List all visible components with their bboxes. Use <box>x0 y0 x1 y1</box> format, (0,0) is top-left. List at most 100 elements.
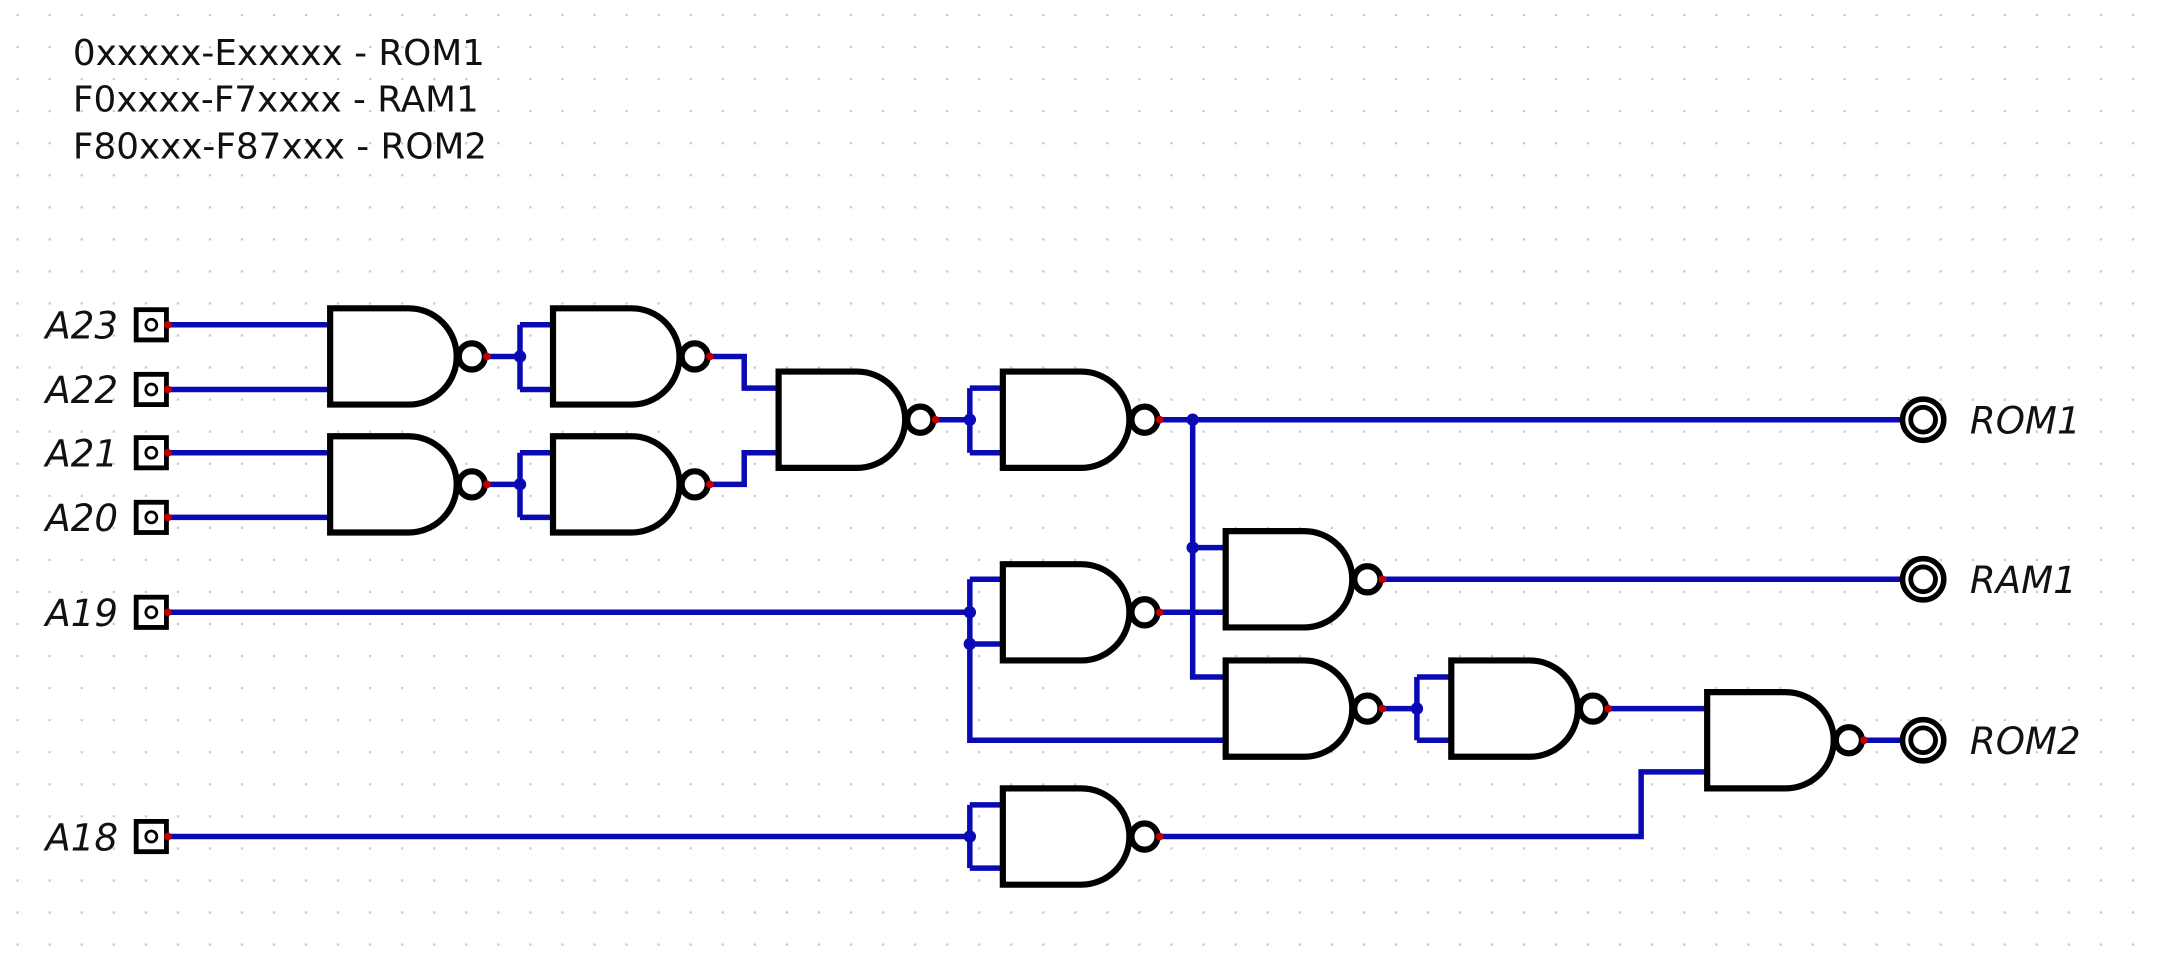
grid-dot <box>2099 302 2103 305</box>
grid-dot <box>465 13 468 17</box>
grid-dot <box>2003 622 2006 626</box>
grid-dot <box>1843 943 1846 946</box>
input-box <box>133 499 169 535</box>
output-pin-rom2[interactable]: ROM2 <box>1899 716 2081 764</box>
grid-dot <box>1042 110 1045 113</box>
grid-dot <box>1330 206 1333 209</box>
grid-dot <box>1843 783 1846 786</box>
grid-dot <box>401 783 404 786</box>
grid-dot <box>48 558 51 561</box>
grid-dot <box>2003 206 2006 209</box>
grid-dot <box>1683 462 1686 465</box>
grid-dot <box>721 45 724 49</box>
grid-dot <box>1394 687 1397 690</box>
input-pin-a19[interactable]: A19 <box>43 592 172 635</box>
grid-dot <box>1170 45 1173 49</box>
grid-dot <box>1651 879 1654 882</box>
grid-dot <box>1426 462 1430 465</box>
grid-dot <box>529 751 532 754</box>
grid-dot <box>1651 398 1654 401</box>
grid-dot <box>561 430 564 433</box>
nand-gate <box>1222 528 1387 631</box>
grid-dot <box>1843 430 1846 433</box>
grid-dot <box>1042 238 1045 241</box>
grid-dot <box>1522 622 1526 626</box>
grid-dot <box>529 206 532 209</box>
grid-dot <box>2099 526 2103 529</box>
grid-dot <box>625 943 628 946</box>
grid-dot <box>1587 238 1590 241</box>
grid-dots <box>16 13 2135 946</box>
grid-dot <box>1138 238 1141 241</box>
grid-dot <box>721 430 724 433</box>
grid-dot <box>337 110 340 113</box>
grid-dot <box>144 494 147 497</box>
grid-dot <box>1971 110 1974 113</box>
grid-dot <box>1522 590 1526 594</box>
grid-dot <box>1234 654 1237 658</box>
grid-dot <box>1394 334 1397 337</box>
grid-dot <box>401 206 404 209</box>
grid-dot <box>433 270 436 273</box>
grid-dot <box>1298 654 1301 658</box>
grid-dot <box>1875 590 1878 594</box>
grid-dot <box>2003 847 2006 850</box>
grid-dot <box>1234 270 1237 273</box>
grid-dot <box>657 590 660 594</box>
grid-dot <box>913 238 917 241</box>
grid-dot <box>240 206 244 209</box>
grid-dot <box>1779 13 1782 17</box>
grid-dot <box>1522 110 1526 113</box>
grid-dot <box>1715 398 1718 401</box>
grid-dot <box>144 142 147 145</box>
input-label: A20 <box>43 497 118 540</box>
input-pin-a18[interactable]: A18 <box>43 816 172 859</box>
grid-dot <box>2003 462 2006 465</box>
grid-dot <box>689 654 692 658</box>
input-pin-a20[interactable]: A20 <box>43 497 172 540</box>
grid-dot <box>1907 687 1910 690</box>
grid-dot <box>881 943 885 946</box>
grid-dot <box>112 558 115 561</box>
grid-dot <box>721 847 724 850</box>
grid-dot <box>176 462 179 465</box>
grid-dot <box>80 751 83 754</box>
grid-dot <box>2035 206 2039 209</box>
grid-dot <box>80 174 83 177</box>
pin-dot <box>163 608 172 617</box>
grid-dot <box>1106 270 1109 273</box>
grid-dot <box>1651 815 1654 818</box>
grid-dot <box>497 751 500 754</box>
grid-dot <box>1202 943 1205 946</box>
grid-dot <box>913 943 917 946</box>
output-pin-rom1[interactable]: ROM1 <box>1899 396 2081 444</box>
grid-dot <box>1683 687 1686 690</box>
output-pin-ram1[interactable]: RAM1 <box>1899 555 2077 603</box>
grid-dot <box>1683 142 1686 145</box>
grid-dot <box>240 815 244 818</box>
grid-dot <box>176 526 179 529</box>
grid-dot <box>1490 494 1494 497</box>
grid-dot <box>1426 687 1430 690</box>
grid-dot <box>112 751 115 754</box>
grid-dot <box>529 45 532 49</box>
grid-dot <box>1138 366 1141 369</box>
grid-dot <box>176 751 179 754</box>
input-pin-a23[interactable]: A23 <box>43 305 172 348</box>
grid-dot <box>657 142 660 145</box>
grid-dot <box>1939 13 1942 17</box>
grid-dot <box>176 174 179 177</box>
grid-dot <box>337 78 340 81</box>
grid-dot <box>1426 783 1430 786</box>
input-pin-a21[interactable]: A21 <box>43 432 172 475</box>
grid-dot <box>2003 45 2006 49</box>
grid-dot <box>80 943 83 946</box>
grid-dot <box>1298 302 1301 305</box>
input-pin-a22[interactable]: A22 <box>43 369 172 412</box>
grid-dot <box>240 719 244 722</box>
grid-dot <box>369 110 372 113</box>
grid-dot <box>817 590 821 594</box>
grid-dot <box>1298 238 1301 241</box>
